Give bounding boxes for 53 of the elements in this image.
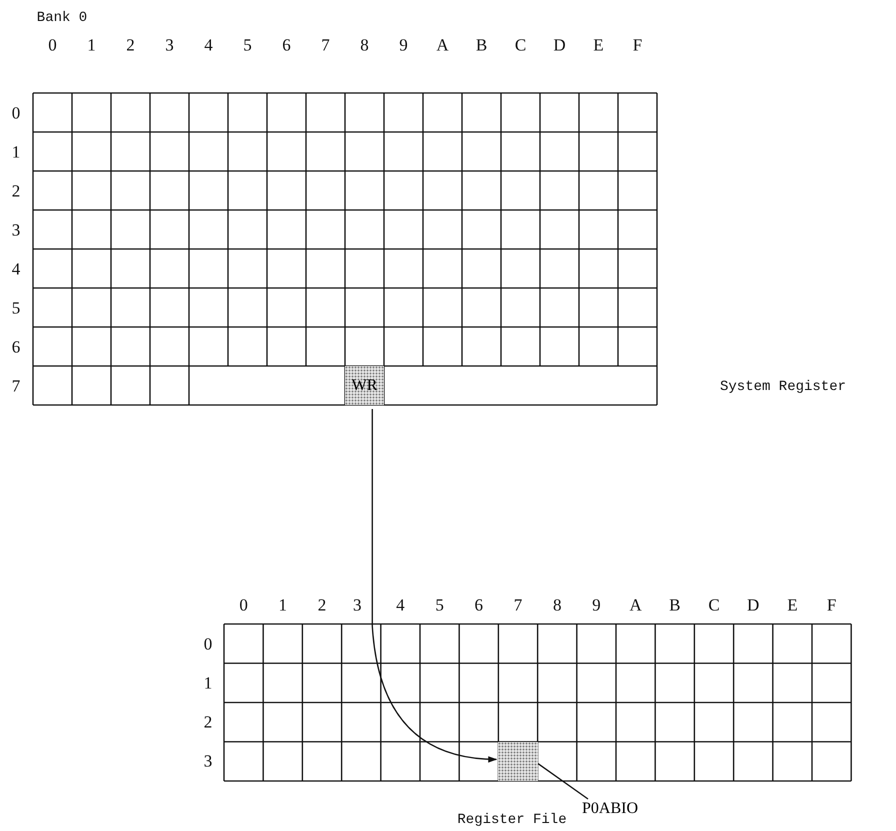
row-index: 3 — [204, 752, 212, 770]
column-index: F — [632, 36, 642, 54]
column-index: 3 — [352, 596, 362, 614]
column-index: 7 — [514, 596, 522, 614]
register-cell — [498, 742, 538, 781]
column-index: 7 — [321, 36, 330, 54]
cell-text: WR — [352, 376, 378, 394]
area-label: Register File — [457, 813, 567, 827]
row-index: 0 — [204, 635, 212, 652]
register-name: P0ABIO — [582, 800, 638, 818]
row-index: 3 — [12, 221, 20, 238]
row-index: 2 — [12, 182, 20, 199]
arrow — [372, 409, 498, 762]
leader-line — [537, 762, 588, 800]
column-index: 1 — [278, 596, 288, 614]
column-index: 0 — [239, 596, 248, 614]
column-index: 0 — [48, 36, 57, 54]
column-index: 8 — [360, 36, 369, 54]
column-index: 9 — [592, 596, 601, 614]
column-index: 3 — [165, 36, 174, 54]
column-index: 2 — [126, 36, 135, 54]
column-index: 2 — [318, 596, 326, 614]
column-index: C — [708, 596, 720, 614]
row-index: 1 — [204, 674, 212, 692]
column-index: 6 — [282, 36, 291, 54]
column-index: 1 — [87, 36, 96, 54]
column-index: 9 — [399, 36, 408, 54]
column-index: D — [553, 36, 566, 54]
row-index: 6 — [12, 338, 20, 355]
row-index: 5 — [12, 299, 20, 316]
column-index: A — [629, 596, 642, 614]
register-cell — [345, 366, 384, 405]
column-index: A — [436, 36, 449, 54]
row-index: 0 — [12, 104, 20, 121]
column-index: 5 — [435, 596, 444, 614]
column-index: 4 — [396, 596, 405, 614]
column-index: B — [669, 596, 680, 614]
column-index: E — [593, 36, 604, 54]
column-index: E — [787, 596, 798, 614]
row-index: 7 — [12, 377, 20, 394]
row-index: 2 — [204, 714, 212, 731]
column-index: C — [514, 36, 526, 54]
column-index: D — [747, 596, 760, 614]
column-index: 6 — [474, 596, 484, 614]
row-index: 1 — [12, 143, 20, 160]
bank-label: Bank 0 — [36, 11, 88, 25]
column-index: 4 — [204, 36, 213, 54]
column-index: B — [476, 36, 488, 54]
area-label: System Register — [720, 380, 846, 394]
column-index: F — [826, 596, 836, 614]
column-index: 5 — [243, 36, 252, 54]
row-index: 4 — [12, 260, 20, 277]
column-index: 8 — [552, 596, 562, 614]
